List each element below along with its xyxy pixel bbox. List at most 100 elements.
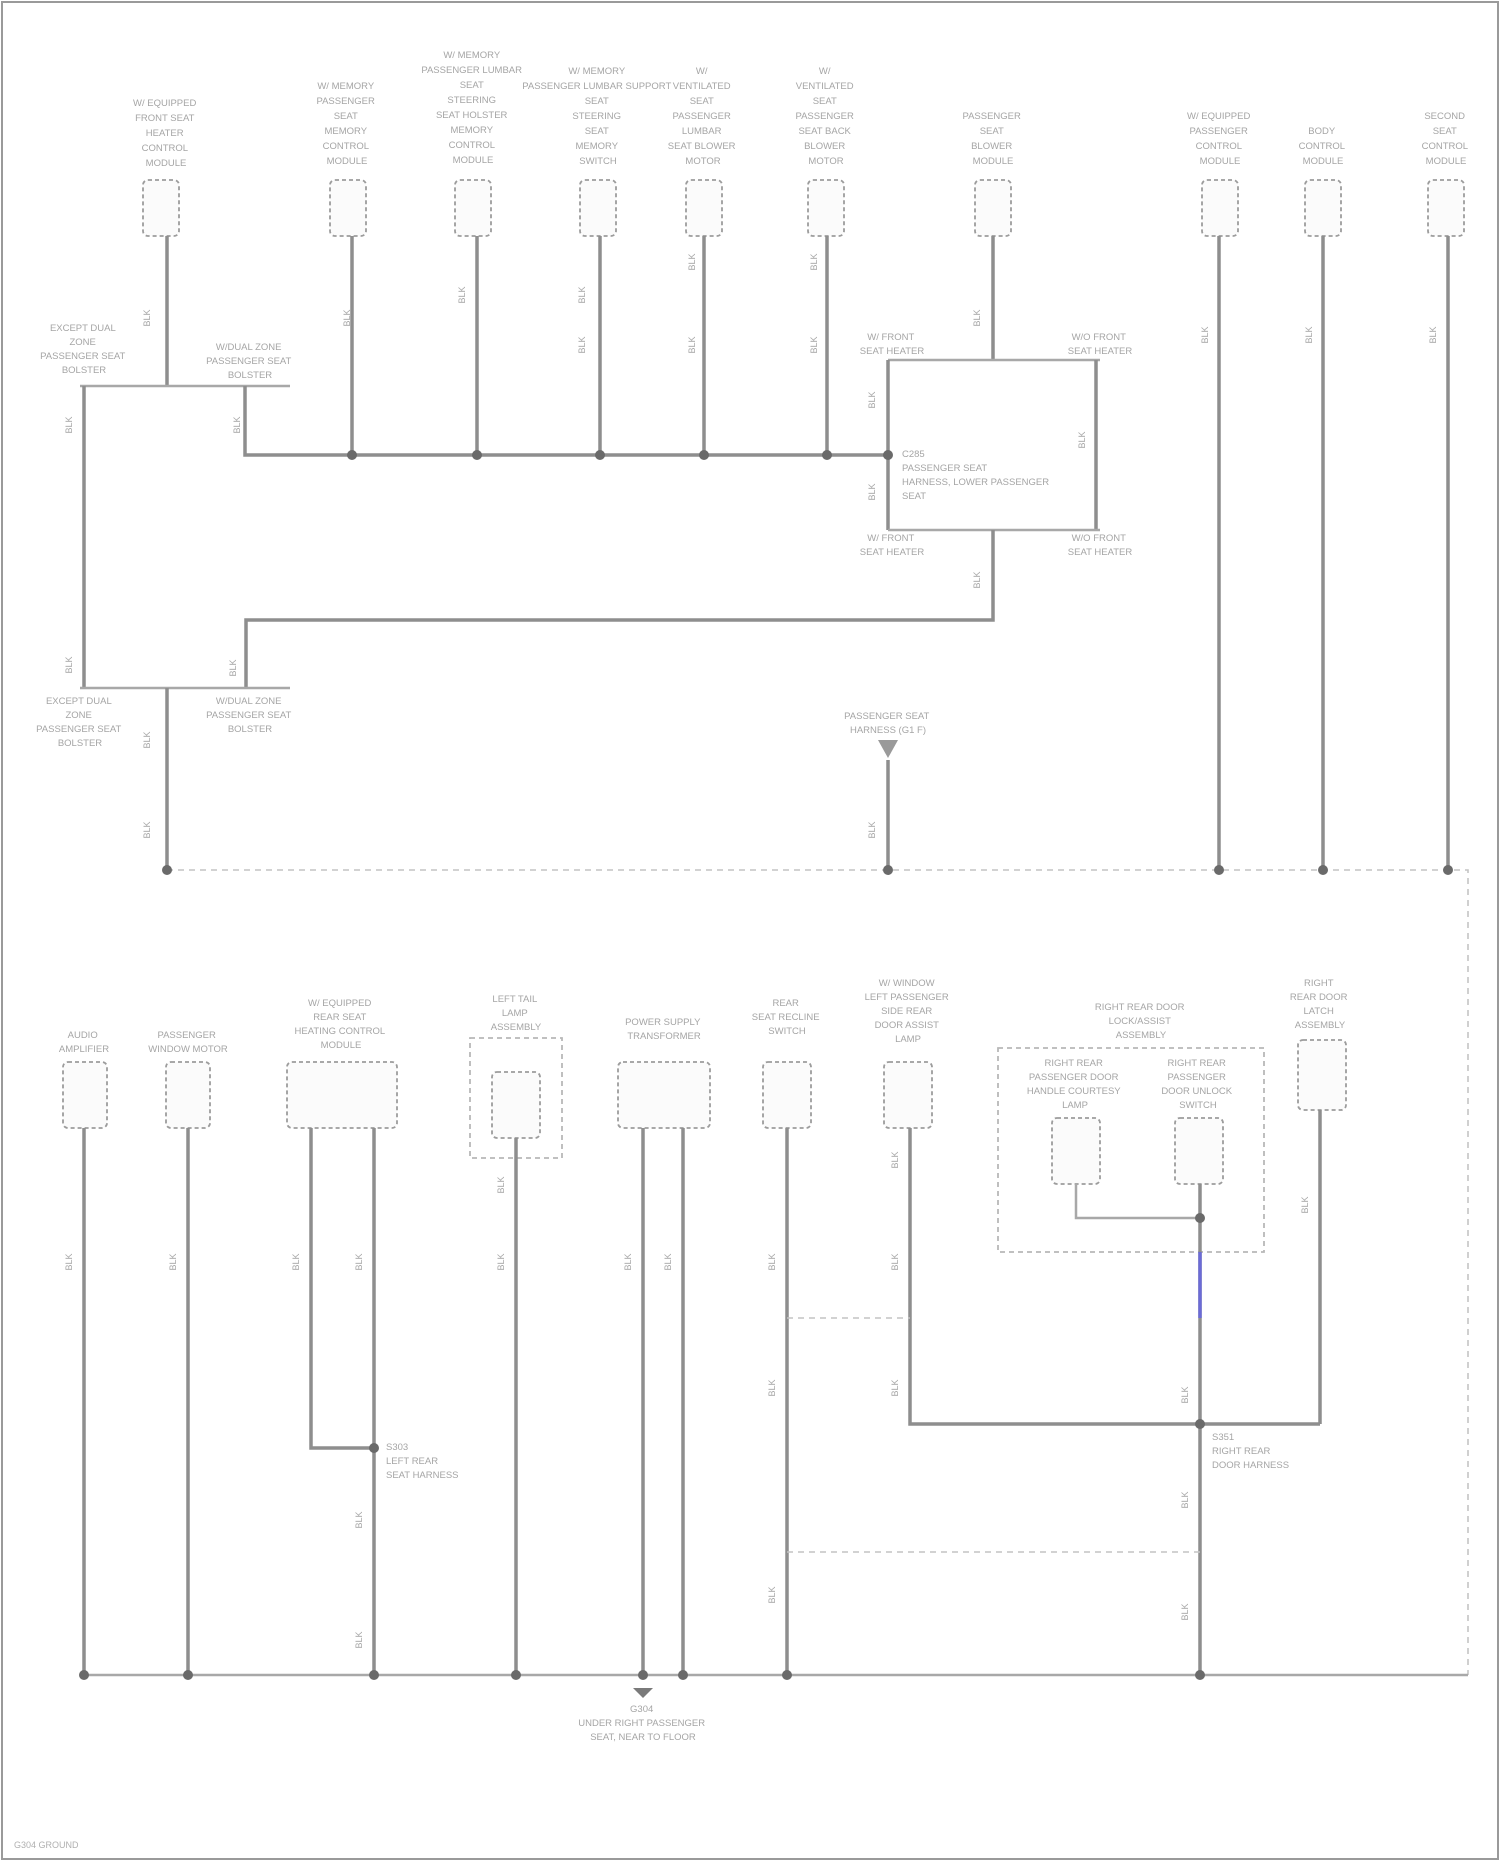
wire-color-label: BLK — [64, 656, 74, 673]
splice-dot — [1443, 865, 1453, 875]
component-label: REAR SEAT RECLINE SWITCH — [752, 998, 822, 1037]
wire-color-label: BLK — [767, 1586, 777, 1603]
connector — [287, 1062, 397, 1128]
splice-dot — [511, 1670, 521, 1680]
wire-color-label: BLK — [1200, 326, 1210, 343]
wire-color-label: BLK — [890, 1151, 900, 1168]
connector — [166, 1062, 210, 1128]
ground-g304: G304 UNDER RIGHT PASSENGER SEAT, NEAR TO… — [578, 1688, 708, 1743]
splice-dot — [883, 865, 893, 875]
wire-color-label: BLK — [867, 391, 877, 408]
component-audio-amplifier: AUDIO AMPLIFIER — [59, 1030, 109, 1128]
component-label: SECOND SEAT CONTROL MODULE — [1422, 111, 1471, 167]
wire-color-label: BLK — [809, 253, 819, 270]
splice-dot — [595, 450, 605, 460]
component-label: W/ WINDOW LEFT PASSENGER SIDE REAR DOOR … — [865, 978, 952, 1045]
wire-color-label: BLK — [142, 309, 152, 326]
wire — [910, 1128, 1320, 1424]
inner-component-label: RIGHT REAR PASSENGER DOOR UNLOCK SWITCH — [1161, 1058, 1234, 1111]
component-rear-seat-heating-control-module: W/ EQUIPPED REAR SEAT HEATING CONTROL MO… — [287, 998, 397, 1128]
wire-color-label: BLK — [1180, 1386, 1190, 1403]
connector — [1052, 1118, 1100, 1184]
wire-color-label: BLK — [168, 1253, 178, 1270]
wire-color-label: BLK — [867, 821, 877, 838]
wire-color-label: BLK — [577, 336, 587, 353]
wire-color-label: BLK — [867, 483, 877, 500]
wire-color-label: BLK — [228, 659, 238, 676]
component-passenger-control-module: W/ EQUIPPED PASSENGER CONTROL MODULE — [1187, 111, 1253, 236]
wire-color-label: BLK — [1180, 1603, 1190, 1620]
connector — [1202, 180, 1238, 236]
component-lumbar-seat-blower-motor: W/ VENTILATED SEAT PASSENGER LUMBAR SEAT… — [668, 66, 738, 236]
component-label: W/ EQUIPPED REAR SEAT HEATING CONTROL MO… — [295, 998, 388, 1051]
splice-dot — [1195, 1419, 1205, 1429]
component-seat-back-blower-motor: W/ VENTILATED SEAT PASSENGER SEAT BACK B… — [795, 66, 856, 236]
wire-color-label: BLK — [354, 1511, 364, 1528]
splice-dot — [183, 1670, 193, 1680]
splice-dot — [347, 450, 357, 460]
splice-dot — [638, 1670, 648, 1680]
wire-color-label: BLK — [890, 1379, 900, 1396]
component-right-rear-door-latch-assembly: RIGHT REAR DOOR LATCH ASSEMBLY — [1290, 978, 1350, 1110]
wire-color-label: BLK — [1428, 326, 1438, 343]
component-label: W/ EQUIPPED FRONT SEAT HEATER CONTROL MO… — [133, 98, 199, 169]
top-splices — [162, 450, 1453, 875]
wire-color-label: BLK — [1304, 326, 1314, 343]
wire-color-label: BLK — [291, 1253, 301, 1270]
splice-dot — [472, 450, 482, 460]
wire-color-label: BLK — [64, 416, 74, 433]
wire-color-label: BLK — [1180, 1491, 1190, 1508]
splice-dot — [822, 450, 832, 460]
splice-dot — [79, 1670, 89, 1680]
connector — [1428, 180, 1464, 236]
wire-color-label: BLK — [457, 286, 467, 303]
connector — [808, 180, 844, 236]
wire-color-label: BLK — [767, 1253, 777, 1270]
wire-color-label: BLK — [767, 1379, 777, 1396]
wire — [245, 386, 888, 455]
junction-label: W/O FRONT SEAT HEATER — [1068, 332, 1133, 357]
junction-label: EXCEPT DUAL ZONE PASSENGER SEAT BOLSTER — [40, 323, 128, 376]
wire-color-label: BLK — [687, 253, 697, 270]
inline-connector-icon — [878, 740, 898, 758]
connector — [455, 180, 491, 236]
splice-dot — [678, 1670, 688, 1680]
wire-color-label: BLK — [142, 821, 152, 838]
component-rear-door-assist-lamp: W/ WINDOW LEFT PASSENGER SIDE REAR DOOR … — [865, 978, 952, 1128]
wire-color-label: BLK — [342, 309, 352, 326]
component-label: W/ MEMORY PASSENGER SEAT MEMORY CONTROL … — [316, 81, 377, 167]
splice-dot — [369, 1443, 379, 1453]
wire-color-label: BLK — [64, 1253, 74, 1270]
splice-dot — [1195, 1213, 1205, 1223]
component-label: PASSENGER WINDOW MOTOR — [148, 1030, 228, 1055]
component-label: W/ VENTILATED SEAT PASSENGER LUMBAR SEAT… — [668, 66, 738, 167]
connector — [884, 1062, 932, 1128]
wire-color-label: BLK — [1077, 431, 1087, 448]
connector — [330, 180, 366, 236]
junction-label: EXCEPT DUAL ZONE PASSENGER SEAT BOLSTER — [36, 696, 124, 749]
splice-dot — [699, 450, 709, 460]
connector — [1298, 1040, 1346, 1110]
connector-c285-label: C285 PASSENGER SEAT HARNESS, LOWER PASSE… — [902, 449, 1052, 502]
component-label: RIGHT REAR DOOR LATCH ASSEMBLY — [1290, 978, 1350, 1031]
component-label: W/ MEMORY PASSENGER LUMBAR SEAT STEERING… — [421, 50, 524, 166]
inner-component-label: RIGHT REAR PASSENGER DOOR HANDLE COURTES… — [1027, 1058, 1123, 1111]
junction-label: W/O FRONT SEAT HEATER — [1068, 533, 1133, 558]
junction-label: W/ FRONT SEAT HEATER — [860, 332, 925, 357]
component-power-supply-transformer: POWER SUPPLY TRANSFORMER — [618, 1017, 710, 1128]
component-passenger-window-motor: PASSENGER WINDOW MOTOR — [148, 1030, 228, 1128]
component-label: W/ EQUIPPED PASSENGER CONTROL MODULE — [1187, 111, 1253, 167]
component-rear-seat-recline-switch: REAR SEAT RECLINE SWITCH — [752, 998, 822, 1128]
component-passenger-seat-memory-module: W/ MEMORY PASSENGER SEAT MEMORY CONTROL … — [316, 81, 377, 236]
wire-color-label: BLK — [890, 1253, 900, 1270]
component-left-tail-lamp-assembly: LEFT TAIL LAMP ASSEMBLY — [470, 994, 562, 1158]
wire-color-label: BLK — [577, 286, 587, 303]
connector — [975, 180, 1011, 236]
splice-dot — [1214, 865, 1224, 875]
connector — [763, 1062, 811, 1128]
splice-dot — [1318, 865, 1328, 875]
wire-color-label: BLK — [663, 1253, 673, 1270]
wire-color-label: BLK — [354, 1631, 364, 1648]
wire-color-label: BLK — [232, 416, 242, 433]
